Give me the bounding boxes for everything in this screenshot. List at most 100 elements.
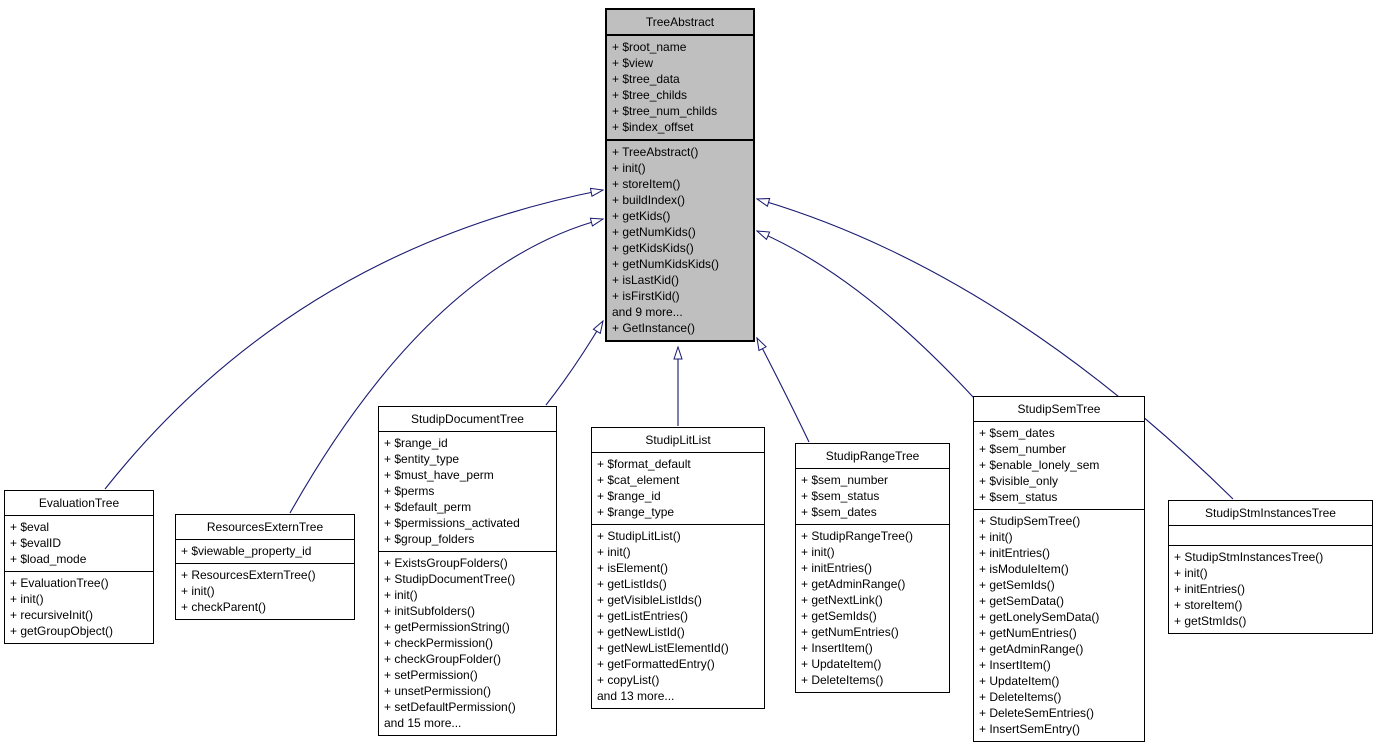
method-row: + buildIndex() <box>612 193 686 207</box>
method-row: + init() <box>1174 566 1208 580</box>
attribute-row: + $sem_number <box>979 442 1067 456</box>
attribute-row: + $default_perm <box>384 500 472 514</box>
method-row: + GetInstance() <box>612 321 696 335</box>
methods-compartment: + EvaluationTree()+ init()+ recursiveIni… <box>5 571 153 643</box>
method-row: + getFormattedEntry() <box>597 657 715 671</box>
inheritance-edge-StudipSemTree-to-TreeAbstract <box>757 231 975 399</box>
attribute-row: + $group_folders <box>384 532 475 546</box>
method-row: + getNumKids() <box>612 225 696 239</box>
attribute-row: + $tree_childs <box>612 88 688 102</box>
attribute-row: + $view <box>612 56 654 70</box>
attribute-row: + $cat_element <box>597 473 680 487</box>
class-title: StudipStmInstancesTree <box>1205 506 1336 520</box>
method-row: + init() <box>384 588 418 602</box>
attributes-compartment: + $sem_number+ $sem_status+ $sem_dates <box>796 468 949 524</box>
attributes-compartment: + $sem_dates + $sem_number + $enable_lonel… <box>974 421 1144 509</box>
method-row: + getNumEntries() <box>979 626 1077 640</box>
method-row: + init() <box>597 545 631 559</box>
attribute-row: + $enable_lonely_sem <box>979 458 1100 472</box>
method-row: + getSemIds() <box>979 578 1055 592</box>
method-row: + DeleteItems() <box>801 673 884 687</box>
method-row: + ExistsGroupFolders() <box>384 556 508 570</box>
attribute-row: + $eval <box>10 520 50 534</box>
method-row: and 15 more... <box>384 716 462 730</box>
class-node-StudipSemTree[interactable]: StudipSemTree+ $sem_dates+ $sem_number+ … <box>973 396 1145 742</box>
methods-compartment: + StudipStmInstancesTree() + init() + init… <box>1169 545 1372 633</box>
attributes-compartment: + $viewable_property_id <box>176 539 354 563</box>
method-row: + StudipStmInstancesTree() <box>1174 550 1324 564</box>
methods-compartment: + TreeAbstract()+ init()+ storeItem()+ b… <box>607 139 753 340</box>
inheritance-edge-StudipDocumentTree-to-TreeAbstract <box>545 321 603 406</box>
method-row: + InsertSemEntry() <box>979 722 1081 736</box>
method-row: + isFirstKid() <box>612 289 680 303</box>
class-title: StudipRangeTree <box>825 449 920 463</box>
attribute-row: + $index_offset <box>612 120 694 134</box>
method-row: + storeItem() <box>612 177 681 191</box>
attribute-row: + $must_have_perm <box>384 468 494 482</box>
attribute-row: + $perms <box>384 484 435 498</box>
method-row: + init() <box>10 592 44 606</box>
method-row: + StudipLitList() <box>597 529 681 543</box>
method-row: + getKidsKids() <box>612 241 694 255</box>
method-row: + getPermissionString() <box>384 620 510 634</box>
attribute-row: + $sem_dates <box>979 426 1055 440</box>
method-row: + getNumEntries() <box>801 625 899 639</box>
class-title: StudipDocumentTree <box>411 412 524 426</box>
method-row: + EvaluationTree() <box>10 576 109 590</box>
method-row: + InsertItem() <box>801 641 873 655</box>
method-row: + getNewListElementId() <box>597 641 729 655</box>
attribute-row: + $range_type <box>597 505 675 519</box>
method-row: + initEntries() <box>1174 582 1246 596</box>
method-row: + getListIds() <box>597 577 667 591</box>
attribute-row: + $sem_status <box>801 489 880 503</box>
methods-compartment: + StudipLitList() + init() + isElement() + … <box>592 524 764 708</box>
method-row: + getNextLink() <box>801 593 883 607</box>
method-row: + getKids() <box>612 209 671 223</box>
method-row: + getVisibleListIds() <box>597 593 702 607</box>
class-title: TreeAbstract <box>645 15 715 29</box>
class-title: StudipLitList <box>645 433 711 447</box>
method-row: + unsetPermission() <box>384 684 492 698</box>
class-node-EvaluationTree[interactable]: EvaluationTree+ $eval+ $evalID+ $load_mo… <box>4 490 154 644</box>
attributes-compartment <box>1169 525 1372 545</box>
method-row: + getSemData() <box>979 594 1065 608</box>
attribute-row: + $entity_type <box>384 452 460 466</box>
class-node-StudipLitList[interactable]: StudipLitList + $format_default + $cat_ele… <box>591 427 765 709</box>
attribute-row: + $format_default <box>597 457 691 471</box>
attribute-row: + $range_id <box>384 436 448 450</box>
class-title: StudipSemTree <box>1017 402 1101 416</box>
method-row: + getListEntries() <box>597 609 689 623</box>
method-row: + UpdateItem() <box>979 674 1060 688</box>
attribute-row: + $evalID <box>10 536 62 550</box>
method-row: + ResourcesExternTree() <box>181 568 316 582</box>
method-row: + checkPermission() <box>384 636 494 650</box>
attribute-row: + $tree_num_childs <box>612 104 718 118</box>
method-row: + isLastKid() <box>612 273 680 287</box>
methods-compartment: + ResourcesExternTree()+ init()+ checkPa… <box>176 563 354 619</box>
method-row: + TreeAbstract() <box>612 145 699 159</box>
method-row: + isModuleItem() <box>979 562 1069 576</box>
attribute-row: + $visible_only <box>979 474 1059 488</box>
attribute-row: + $root_name <box>612 40 687 54</box>
method-row: + isElement() <box>597 561 669 575</box>
method-row: + setPermission() <box>384 668 478 682</box>
method-row: + getGroupObject() <box>10 624 114 638</box>
attribute-row: + $sem_number <box>801 473 889 487</box>
method-row: + getNumKidsKids() <box>612 257 720 271</box>
class-node-TreeAbstract[interactable]: TreeAbstract + $root_name + $view + $tree_d… <box>605 8 755 342</box>
method-row: + StudipSemTree() <box>979 514 1081 528</box>
method-row: + getStmIds() <box>1174 614 1247 628</box>
class-node-StudipDocumentTree[interactable]: StudipDocumentTree + $range_id + $entity_t… <box>378 406 557 736</box>
method-row: + storeItem() <box>1174 598 1243 612</box>
method-row: + checkParent() <box>181 600 267 614</box>
attribute-row: + $tree_data <box>612 72 680 86</box>
class-node-StudipRangeTree[interactable]: StudipRangeTree + $sem_number + $sem_statu… <box>795 443 950 693</box>
attribute-row: + $load_mode <box>10 552 87 566</box>
method-row: + DeleteSemEntries() <box>979 706 1095 720</box>
class-title: ResourcesExternTree <box>206 520 324 534</box>
class-node-StudipStmInstancesTree[interactable]: StudipStmInstancesTree + StudipStmInstanc… <box>1168 500 1373 634</box>
class-node-ResourcesExternTree[interactable]: ResourcesExternTree + $viewable_property_… <box>175 514 355 620</box>
methods-compartment: + ExistsGroupFolders()+ StudipDocumentTr… <box>379 551 556 735</box>
method-row: + DeleteItems() <box>979 690 1062 704</box>
